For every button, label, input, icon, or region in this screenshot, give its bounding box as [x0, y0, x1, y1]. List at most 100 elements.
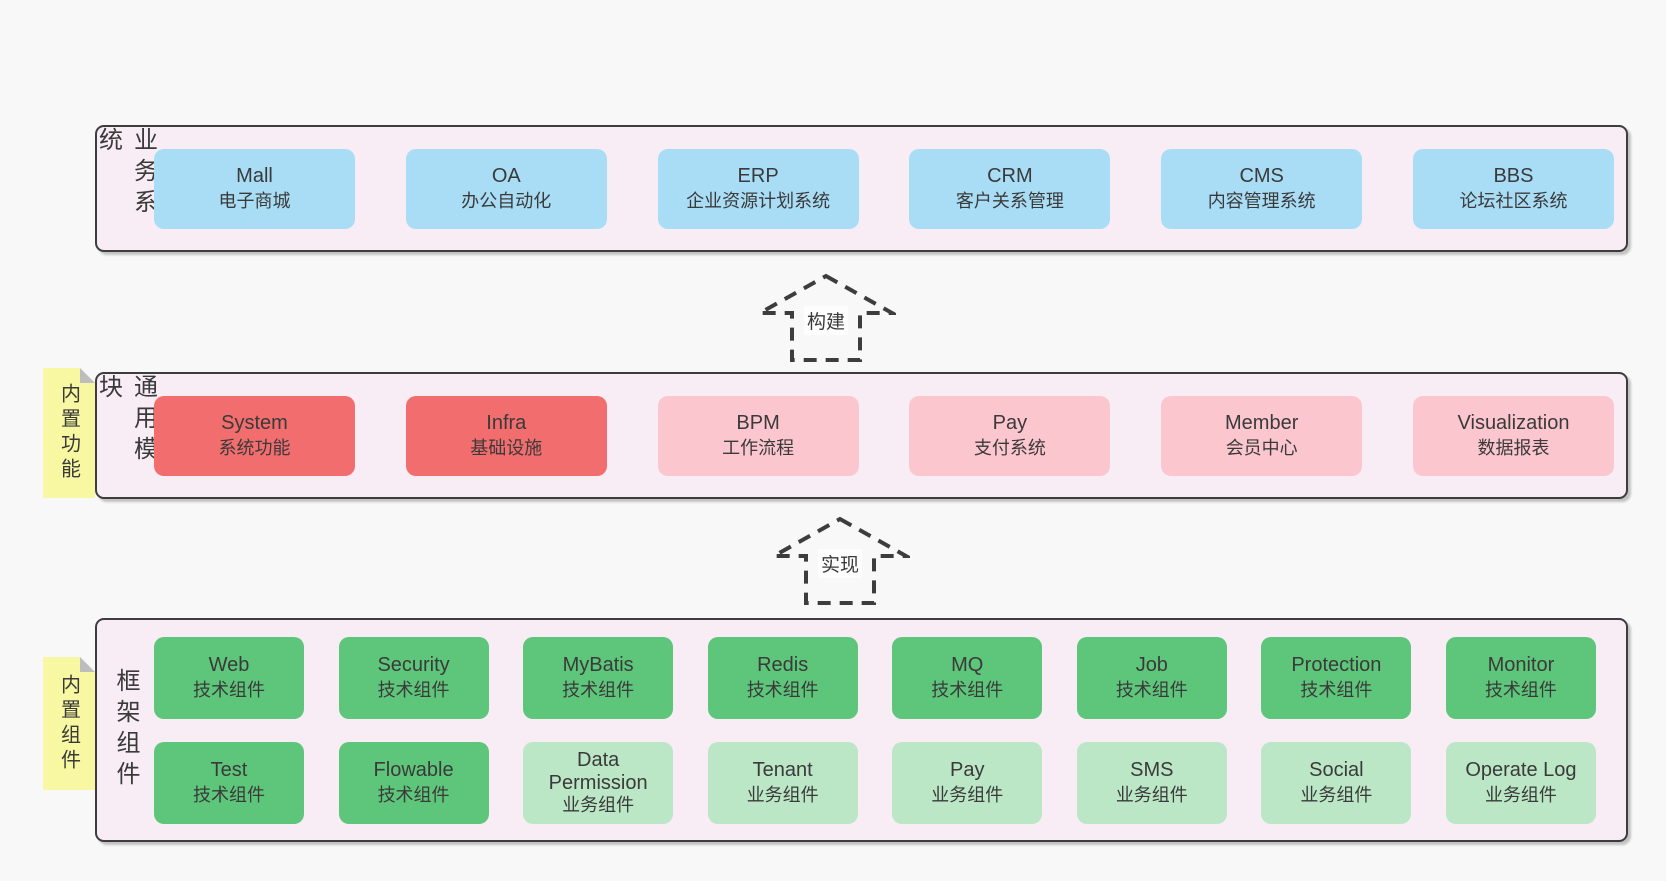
framework-boxes-grid: Web 技术组件 Security 技术组件 MyBatis 技术组件 Redi… — [154, 620, 1626, 840]
box-subtitle: 业务组件 — [1484, 784, 1557, 805]
box-subtitle: 业务组件 — [746, 784, 819, 805]
sticky-note-text: 内置组件 — [57, 673, 80, 774]
box-protection: Protection 技术组件 — [1261, 636, 1412, 719]
box-pay-module: Pay 支付系统 — [909, 395, 1111, 476]
box-title: MQ — [951, 654, 984, 677]
box-subtitle: 技术组件 — [1300, 679, 1373, 700]
box-title: MyBatis — [562, 654, 634, 677]
box-member: Member 会员中心 — [1161, 395, 1363, 476]
box-pay-component: Pay 业务组件 — [892, 741, 1043, 824]
box-test: Test 技术组件 — [154, 741, 304, 824]
box-mybatis: MyBatis 技术组件 — [523, 636, 674, 719]
box-subtitle: 业务组件 — [1300, 784, 1373, 805]
box-data-permission: Data Permission 业务组件 — [523, 741, 674, 824]
band-label-text: 框架组件 — [112, 668, 139, 792]
box-title: Pay — [992, 412, 1028, 435]
box-subtitle: 技术组件 — [193, 679, 265, 700]
box-title: Tenant — [752, 759, 813, 782]
box-subtitle: 企业资源计划系统 — [686, 190, 831, 211]
band-label-framework: 框架组件 — [97, 620, 154, 840]
build-arrow: 构建 — [756, 272, 896, 364]
box-title: System — [221, 412, 288, 435]
box-title: Job — [1135, 654, 1168, 677]
box-subtitle: 技术组件 — [377, 679, 450, 700]
box-title: Visualization — [1457, 412, 1570, 435]
box-erp: ERP 企业资源计划系统 — [657, 148, 859, 229]
box-operate-log: Operate Log 业务组件 — [1445, 741, 1596, 824]
box-title: SMS — [1130, 759, 1174, 782]
box-title: Operate Log — [1465, 759, 1577, 782]
box-sms: SMS 业务组件 — [1076, 741, 1227, 824]
box-oa: OA 办公自动化 — [405, 148, 607, 229]
box-web: Web 技术组件 — [154, 636, 304, 719]
box-mq: MQ 技术组件 — [892, 636, 1043, 719]
box-subtitle: 办公自动化 — [461, 190, 552, 211]
box-subtitle: 基础设施 — [470, 437, 543, 458]
sticky-note-builtin-features: 内置功能 — [43, 368, 95, 498]
box-infra: Infra 基础设施 — [405, 395, 607, 476]
band-label-business: 业务系统 — [95, 127, 157, 250]
box-title: CMS — [1239, 165, 1284, 188]
box-subtitle: 业务组件 — [931, 784, 1004, 805]
box-subtitle: 会员中心 — [1225, 437, 1298, 458]
box-redis: Redis 技术组件 — [707, 636, 858, 719]
box-cms: CMS 内容管理系统 — [1161, 148, 1363, 229]
framework-row-2: Test 技术组件 Flowable 技术组件 Data Permission … — [154, 741, 1596, 824]
band-framework-components: 框架组件 Web 技术组件 Security 技术组件 MyBatis 技术组件… — [95, 618, 1628, 842]
box-subtitle: 电子商城 — [218, 190, 291, 211]
box-title: Pay — [950, 759, 985, 782]
box-subtitle: 技术组件 — [746, 679, 819, 700]
implement-arrow: 实现 — [770, 515, 910, 607]
box-visualization: Visualization 数据报表 — [1412, 395, 1614, 476]
sticky-note-text: 内置功能 — [57, 383, 80, 483]
box-title: Web — [208, 654, 250, 677]
box-bpm: BPM 工作流程 — [657, 395, 859, 476]
business-boxes-row: Mall 电子商城 OA 办公自动化 ERP 企业资源计划系统 CRM 客户关系… — [154, 127, 1626, 250]
box-monitor: Monitor 技术组件 — [1445, 636, 1596, 719]
box-subtitle: 技术组件 — [931, 679, 1004, 700]
band-label-text: 通用模块 — [94, 374, 157, 467]
box-title: Data Permission — [548, 749, 648, 795]
box-title: BBS — [1493, 165, 1534, 188]
box-title: CRM — [987, 165, 1033, 188]
band-label-common: 通用模块 — [95, 374, 157, 497]
box-subtitle: 业务组件 — [562, 795, 635, 816]
box-title: Flowable — [373, 759, 454, 782]
box-title: Monitor — [1487, 654, 1555, 677]
box-subtitle: 业务组件 — [1115, 784, 1188, 805]
box-social: Social 业务组件 — [1261, 741, 1412, 824]
implement-arrow-label: 实现 — [817, 549, 863, 578]
box-subtitle: 技术组件 — [562, 679, 635, 700]
box-subtitle: 论坛社区系统 — [1459, 190, 1568, 211]
box-subtitle: 客户关系管理 — [955, 190, 1064, 211]
band-common-modules: 通用模块 System 系统功能 Infra 基础设施 BPM 工作流程 Pay… — [95, 372, 1628, 499]
box-title: Mall — [236, 165, 273, 188]
box-security: Security 技术组件 — [338, 636, 489, 719]
box-subtitle: 内容管理系统 — [1207, 190, 1316, 211]
box-subtitle: 技术组件 — [1484, 679, 1557, 700]
box-title: Redis — [757, 654, 809, 677]
box-subtitle: 技术组件 — [193, 784, 265, 805]
box-crm: CRM 客户关系管理 — [909, 148, 1111, 229]
build-arrow-label: 构建 — [803, 306, 849, 335]
sticky-note-builtin-components: 内置组件 — [43, 657, 95, 790]
box-mall: Mall 电子商城 — [154, 148, 355, 229]
box-subtitle: 工作流程 — [722, 437, 795, 458]
box-subtitle: 技术组件 — [1115, 679, 1188, 700]
common-boxes-row: System 系统功能 Infra 基础设施 BPM 工作流程 Pay 支付系统… — [154, 374, 1626, 497]
box-tenant: Tenant 业务组件 — [707, 741, 858, 824]
box-title: BPM — [736, 412, 780, 435]
box-title: Social — [1309, 759, 1364, 782]
box-subtitle: 支付系统 — [973, 437, 1046, 458]
box-subtitle: 数据报表 — [1477, 437, 1550, 458]
box-flowable: Flowable 技术组件 — [338, 741, 489, 824]
band-business-systems: 业务系统 Mall 电子商城 OA 办公自动化 ERP 企业资源计划系统 CRM… — [95, 125, 1628, 252]
box-title: Test — [210, 759, 248, 782]
box-title: OA — [491, 165, 521, 188]
box-title: Protection — [1291, 654, 1382, 677]
box-title: Member — [1225, 412, 1299, 435]
framework-row-1: Web 技术组件 Security 技术组件 MyBatis 技术组件 Redi… — [154, 636, 1596, 719]
box-job: Job 技术组件 — [1076, 636, 1227, 719]
band-label-text: 业务系统 — [94, 127, 157, 220]
